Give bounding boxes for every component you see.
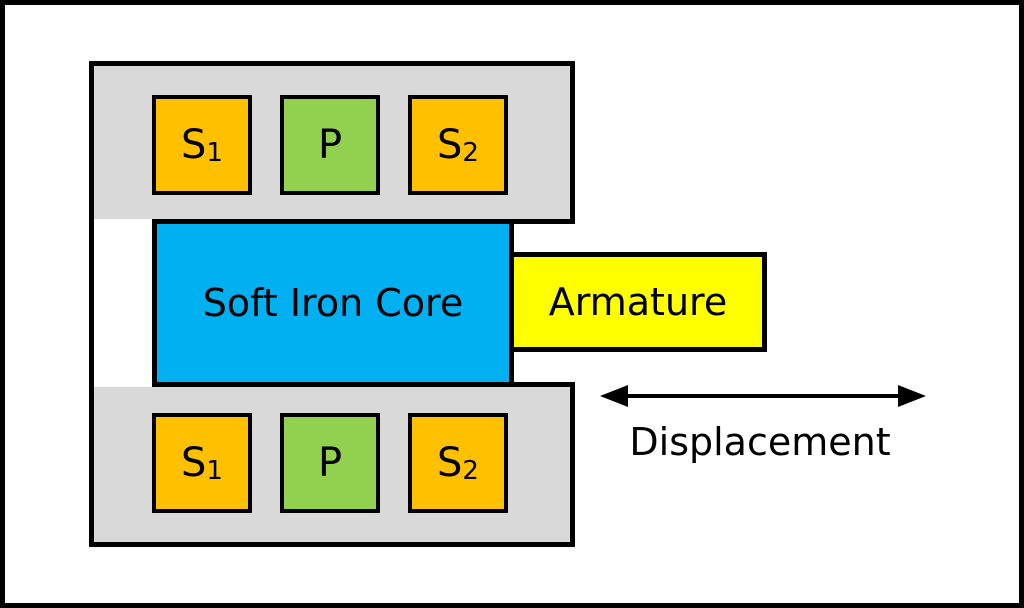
primary-coil-p-bottom: P	[280, 413, 380, 513]
coil-letter: S	[437, 122, 463, 168]
coil-subscript: 1	[206, 456, 223, 486]
soft-iron-core: Soft Iron Core	[152, 219, 514, 387]
coil-subscript: 1	[206, 138, 223, 168]
left-air-gap	[89, 219, 157, 387]
core-label: Soft Iron Core	[202, 281, 464, 325]
displacement-label: Displacement	[629, 420, 891, 464]
arrow-head-right	[898, 385, 926, 407]
displacement-arrow-icon	[600, 385, 926, 407]
coil-letter: S	[437, 440, 463, 486]
coil-subscript: 2	[462, 138, 479, 168]
coil-letter: S	[181, 122, 207, 168]
coil-letter: P	[317, 122, 343, 168]
armature-label: Armature	[548, 280, 728, 324]
armature: Armature	[509, 252, 767, 352]
coil-letter: S	[181, 440, 207, 486]
coil-letter: P	[317, 440, 343, 486]
primary-coil-p-top: P	[280, 95, 380, 195]
coil-subscript: 2	[462, 456, 479, 486]
arrow-head-left	[600, 385, 628, 407]
